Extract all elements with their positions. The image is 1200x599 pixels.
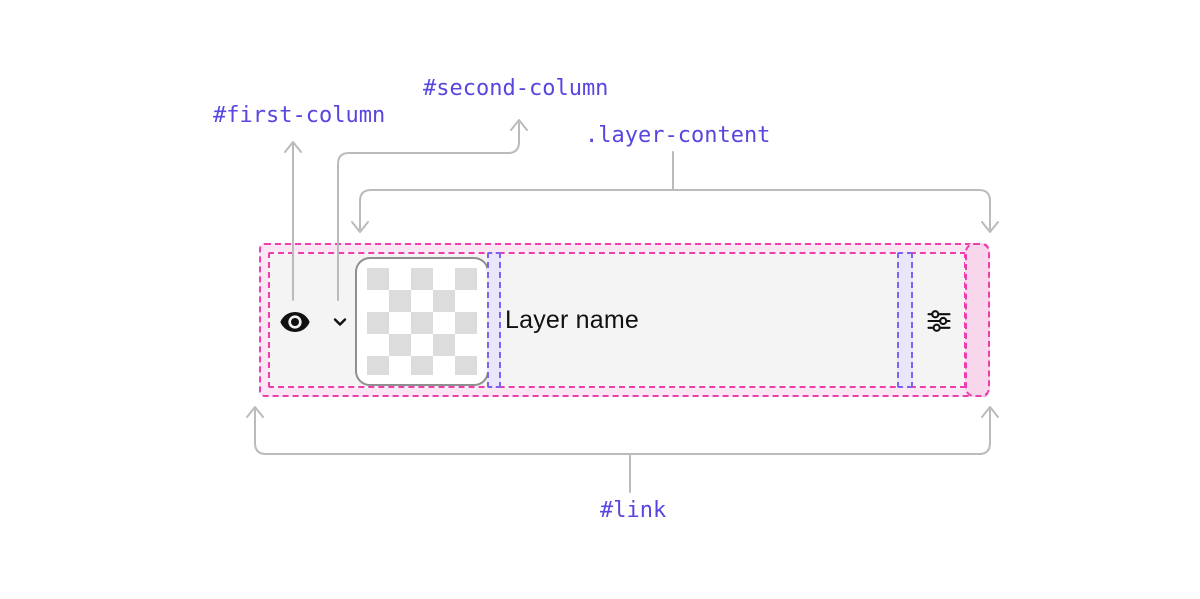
arrow-link-bracket (254, 409, 991, 455)
gap-highlight-left (487, 252, 501, 388)
arrow-layer-content-bracket (359, 189, 991, 230)
label-second-column: #second-column (423, 76, 609, 101)
chevron-down-icon (330, 312, 350, 335)
arrowhead-link-left (246, 406, 264, 418)
arrowhead-second-column (510, 119, 528, 131)
label-link: #link (600, 498, 667, 523)
visibility-toggle-button[interactable] (278, 306, 312, 340)
layer-thumbnail[interactable] (355, 257, 489, 386)
label-layer-content: .layer-content (585, 123, 771, 148)
layer-name-text[interactable]: Layer name (505, 305, 640, 334)
transparency-checkerboard (367, 268, 477, 375)
eye-icon (279, 306, 311, 341)
sliders-icon (925, 307, 953, 338)
layer-row-link[interactable]: Layer name (259, 243, 990, 397)
arrowhead-link-right (981, 406, 999, 418)
layer-settings-button[interactable] (924, 307, 954, 337)
arrowhead-first-column (284, 141, 302, 153)
gap-highlight-right (897, 252, 913, 388)
link-highlight-strip (965, 243, 990, 397)
layer-row-inner: Layer name (268, 252, 966, 388)
label-first-column: #first-column (213, 103, 386, 128)
arrowhead-layer-content-left (351, 221, 369, 233)
arrowhead-layer-content-right (981, 221, 999, 233)
expand-toggle-button[interactable] (329, 312, 351, 334)
